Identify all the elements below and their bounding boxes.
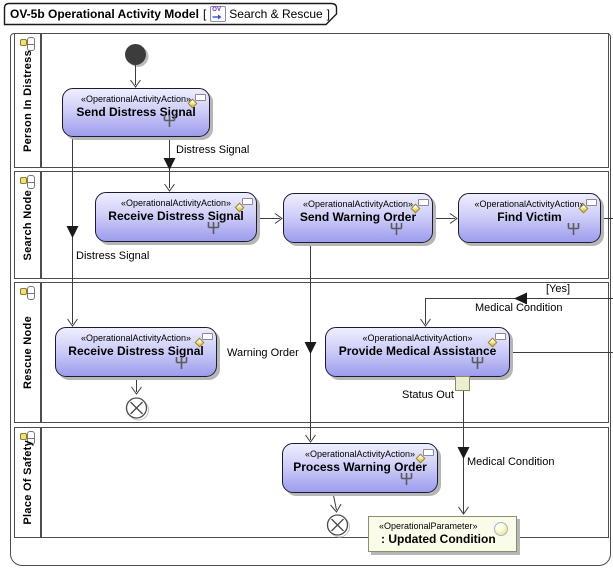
ov-diagram-icon: OV [210, 6, 227, 22]
action-name: Send Warning Order [299, 210, 417, 224]
open-arrowhead [330, 503, 342, 513]
behavior-rect-icon [586, 199, 597, 206]
stereotype: «OperationalActivityAction» [120, 198, 232, 208]
lane-header-place-of-safety[interactable]: Place Of Safety [14, 427, 41, 538]
stereotype: «OperationalActivityAction» [80, 94, 192, 104]
direction-triangle [66, 226, 79, 238]
output-pin-status-out[interactable] [455, 376, 470, 391]
flow-final-place-of-safety[interactable] [326, 514, 350, 538]
flow-final-rescue[interactable] [125, 397, 149, 421]
action-receive-distress-signal-search[interactable]: «OperationalActivityAction» Receive Dist… [95, 192, 257, 242]
stereotype: «OperationalActivityAction» [474, 199, 585, 209]
initial-node[interactable] [125, 44, 149, 67]
action-receive-distress-signal-rescue[interactable]: «OperationalActivityAction» Receive Dist… [55, 327, 217, 377]
action-name: Find Victim [497, 210, 562, 224]
action-find-victim[interactable]: «OperationalActivityAction» Find Victim [458, 193, 601, 243]
edge-receive-rescue-to-final[interactable] [131, 377, 142, 395]
flow-final-x [331, 518, 344, 532]
open-arrowhead [131, 386, 142, 395]
diagram-title-tab-outline [3, 2, 338, 26]
edge-label-yes-guard[interactable]: [Yes] [546, 283, 571, 295]
pin-label-status-out[interactable]: Status Out [402, 389, 454, 401]
open-arrowhead [305, 434, 316, 443]
diagram-title: OV-5b Operational Activity Model [10, 7, 199, 21]
lane-header-person-in-distress[interactable]: Person In Distress [14, 33, 41, 168]
lane-header-rescue-node[interactable]: Rescue Node [14, 282, 41, 423]
action-name: Process Warning Order [293, 460, 427, 474]
rake-icon [175, 357, 188, 369]
rake-icon [567, 223, 580, 235]
action-name: Receive Distress Signal [68, 344, 204, 358]
lane-header-search-node[interactable]: Search Node [14, 171, 41, 279]
diagram-name: Search & Rescue [229, 7, 323, 21]
direction-triangle [163, 158, 176, 170]
edge-medical-condition-out[interactable] [457, 391, 470, 515]
action-name: Provide Medical Assistance [338, 344, 497, 358]
behavior-rect-icon [418, 199, 429, 206]
edge-distress-signal-to-search[interactable] [163, 137, 176, 192]
rake-icon [163, 115, 176, 127]
direction-triangle [514, 292, 527, 305]
open-arrowhead [420, 318, 431, 327]
stereotype: «OperationalActivityAction» [80, 333, 192, 343]
bracket-close: ] [326, 7, 331, 21]
parameter-updated-condition[interactable]: «OperationalParameter» : Updated Conditi… [368, 516, 517, 552]
open-arrowhead [130, 79, 141, 88]
edge-process-to-final[interactable] [330, 492, 342, 513]
edge-label-medical-condition-out[interactable]: Medical Condition [467, 456, 555, 468]
swimlane-icon [20, 175, 36, 191]
stereotype: «OperationalActivityAction» [302, 199, 414, 209]
behavior-rect-icon [242, 198, 253, 205]
edge-receive-to-send-warning[interactable] [257, 213, 283, 224]
open-arrowhead [67, 318, 78, 327]
diagram-title-tab[interactable]: OV-5b Operational Activity Model [ OV Se… [10, 6, 334, 22]
stereotype: «OperationalActivityAction» [362, 333, 473, 343]
parameter-name: : Updated Condition [381, 532, 496, 546]
action-provide-medical-assistance[interactable]: «OperationalActivityAction» Provide Medi… [325, 327, 510, 377]
action-send-warning-order[interactable]: «OperationalActivityAction» Send Warning… [283, 193, 433, 243]
stereotype: «OperationalActivityAction» [304, 449, 416, 459]
action-name: Send Distress Signal [76, 105, 196, 119]
direction-triangle [457, 447, 470, 459]
parameter-ball-icon [494, 522, 508, 536]
behavior-rect-icon [495, 333, 506, 340]
edge-label-distress-signal-rescue[interactable]: Distress Signal [76, 250, 150, 262]
swimlane-icon [20, 37, 36, 53]
edge-label-medical-condition-in[interactable]: Medical Condition [475, 302, 563, 314]
edge-warning-order[interactable] [304, 243, 317, 443]
direction-triangle [304, 342, 317, 354]
rake-icon [390, 223, 403, 235]
behavior-rect-icon [195, 94, 206, 101]
open-arrowhead [449, 213, 458, 224]
swimlane-icon [20, 286, 36, 302]
swimlane-icon [20, 431, 36, 447]
action-send-distress-signal[interactable]: «OperationalActivityAction» Send Distres… [62, 88, 210, 137]
edge-initial-to-send-distress[interactable] [130, 65, 141, 88]
edge-yes-medical-condition[interactable] [420, 292, 613, 327]
flow-final-x [130, 401, 143, 415]
edge-send-warning-to-find-victim[interactable] [433, 213, 458, 224]
edge-label-distress-signal-search[interactable]: Distress Signal [176, 144, 250, 156]
stereotype: «OperationalParameter» [379, 521, 478, 531]
ov-icon-arrow [212, 14, 222, 20]
open-arrowhead [164, 183, 175, 192]
edge-distress-signal-to-rescue[interactable] [66, 137, 79, 327]
action-process-warning-order[interactable]: «OperationalActivityAction» Process Warn… [282, 443, 438, 493]
action-name: Receive Distress Signal [108, 209, 244, 223]
open-arrowhead [274, 213, 283, 224]
rake-icon [207, 222, 220, 234]
open-arrowhead [458, 506, 469, 515]
rake-icon [471, 357, 484, 369]
behavior-rect-icon [423, 449, 434, 456]
bracket-open: [ [202, 7, 207, 21]
behavior-rect-icon [202, 333, 213, 340]
rake-icon [400, 473, 413, 485]
edge-label-warning-order[interactable]: Warning Order [227, 347, 299, 359]
